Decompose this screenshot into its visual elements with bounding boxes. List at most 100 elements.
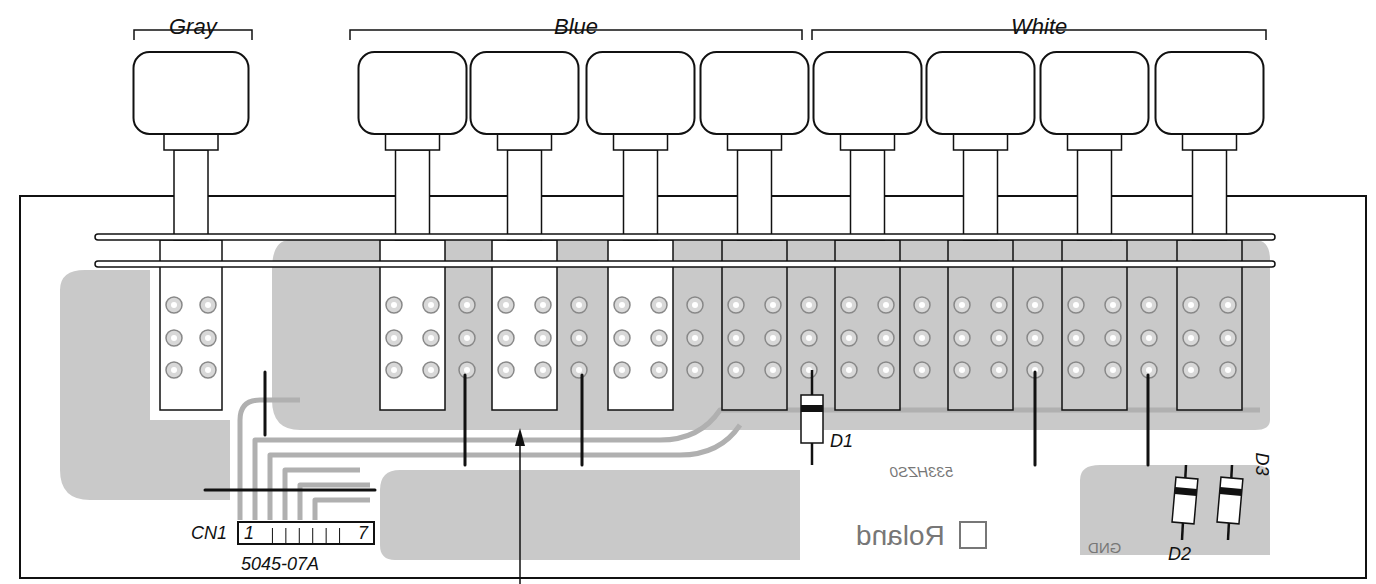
pad-hole [1146,367,1152,373]
switch-shaft [624,150,658,240]
solder-pad [728,330,744,346]
solder-pad [765,362,781,378]
solder-pad [687,297,703,313]
switch-stem [164,134,218,150]
solder-pad [878,362,894,378]
pad-hole [692,367,698,373]
copper-pour [60,240,1270,560]
pin-divider [272,528,273,543]
switch-shaft [1193,150,1227,240]
pad-hole [1188,302,1194,308]
pad-hole [996,367,1002,373]
copper-pour [380,470,800,560]
pad-hole [391,367,397,373]
copper-pour [1080,465,1270,555]
solder-pad [1183,362,1199,378]
solder-pad [386,330,402,346]
group-bracket [134,30,1266,40]
solder-pad [459,297,475,313]
solder-pad [535,362,551,378]
switch-cap [1041,52,1149,134]
pad-hole [503,367,509,373]
push-switch [927,52,1035,410]
solder-pad [728,297,744,313]
solder-pad [1068,330,1084,346]
pcb-outline [20,196,1366,578]
ground-label: GND [1088,540,1121,555]
solder-pad [1105,297,1121,313]
push-switch [1156,52,1264,410]
solder-pad [1027,330,1043,346]
solder-pad [954,330,970,346]
solder-pad [687,362,703,378]
pad-hole [428,367,434,373]
pad-hole [576,302,582,308]
push-switch [587,52,695,410]
switch-stem [614,134,668,150]
pad-hole [503,302,509,308]
solder-pad [914,362,930,378]
solder-pad [878,330,894,346]
pad-hole [883,335,889,341]
solder-pad [614,330,630,346]
pad-hole [464,335,470,341]
solder-pad [423,330,439,346]
solder-pad [878,297,894,313]
part-designator: D2 [1168,545,1191,563]
solder-pad [1141,297,1157,313]
solder-pad [535,330,551,346]
solder-pad [535,297,551,313]
solder-pad [423,297,439,313]
solder-pad [914,297,930,313]
pad-hole [733,302,739,308]
solder-pad [386,362,402,378]
pad-hole [770,335,776,341]
switch-stem [841,134,895,150]
solder-pad [954,330,970,346]
connector-header: CN1175045-07A [237,521,375,545]
solder-pad [498,330,514,346]
switch-cap [701,52,809,134]
solder-pad [166,297,182,313]
pad-hole [656,335,662,341]
pad-hole [806,335,812,341]
solder-pad [954,362,970,378]
pin-divider [299,528,300,543]
logo-mark [960,522,986,548]
solder-pad [954,362,970,378]
solder-pad [651,297,667,313]
pad-hole [692,302,698,308]
solder-pad [1105,362,1121,378]
jumper-wire [581,375,584,465]
solder-pad [765,330,781,346]
solder-pad [728,362,744,378]
pin-divider [285,528,286,543]
pad-hole [428,335,434,341]
solder-pad [423,362,439,378]
pad-hole [171,302,177,308]
solder-pad [991,297,1007,313]
guide-rail [95,234,1275,240]
solder-pad [1141,330,1157,346]
solder-pad [614,297,630,313]
solder-pad [1183,297,1199,313]
switch-stem [498,134,552,150]
solder-pad [498,362,514,378]
solder-pad [166,297,182,313]
pad-hole [205,302,211,308]
pad-hole [919,335,925,341]
solder-pad [535,330,551,346]
solder-pad [841,330,857,346]
pad-hole [959,367,965,373]
pad-hole [464,367,470,373]
switch-cap [927,52,1035,134]
diode-body [1172,477,1198,524]
solder-pad [200,362,216,378]
solder-pad [1183,330,1199,346]
pad-hole [846,302,852,308]
switch-cap [1156,52,1264,134]
solder-pad [914,330,930,346]
solder-pad [1220,297,1236,313]
solder-pad [1027,297,1043,313]
